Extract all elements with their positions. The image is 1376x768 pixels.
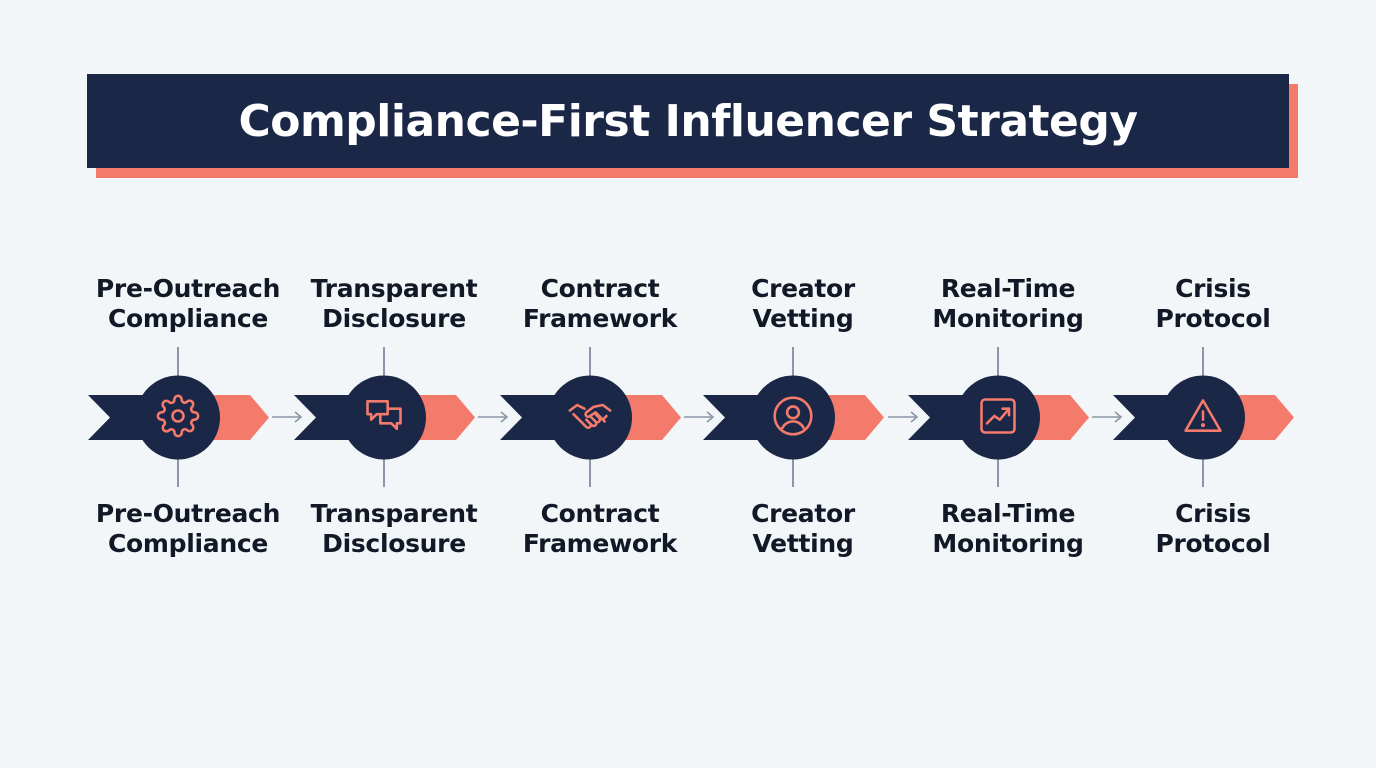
step-top-label-line: Vetting xyxy=(752,304,854,333)
step-bottom-label-line: Monitoring xyxy=(932,529,1084,558)
step-chevron-node xyxy=(294,347,475,487)
step-top-label-line: Contract xyxy=(540,274,660,303)
step-chevron-node xyxy=(703,347,884,487)
step-top-label: Crisis Protocol xyxy=(1083,274,1343,334)
arrow-right-icon xyxy=(682,405,718,429)
step-top-label-line: Transparent xyxy=(310,274,478,303)
step-bottom-label: Real-Time Monitoring xyxy=(878,499,1138,559)
chat-bubbles-icon xyxy=(362,394,406,438)
process-step-pre-outreach-compliance: Pre-Outreach Compliance Pre-Outreach Com… xyxy=(88,270,288,570)
step-top-label: Pre-Outreach Compliance xyxy=(58,274,318,334)
trend-chart-icon xyxy=(976,394,1020,438)
step-bottom-label-line: Contract xyxy=(540,499,660,528)
step-top-label: Creator Vetting xyxy=(673,274,933,334)
process-step-contract-framework: Contract Framework Contract Framework xyxy=(500,270,700,570)
step-top-label: Contract Framework xyxy=(470,274,730,334)
step-bottom-label: Pre-Outreach Compliance xyxy=(58,499,318,559)
gear-icon xyxy=(156,394,200,438)
step-top-label-line: Framework xyxy=(522,304,678,333)
step-chevron-node xyxy=(1113,347,1294,487)
arrow-right-icon xyxy=(270,405,306,429)
step-bottom-label: Transparent Disclosure xyxy=(264,499,524,559)
arrow-right-icon xyxy=(886,405,922,429)
arrow-right-icon xyxy=(1090,405,1126,429)
step-bottom-label: Crisis Protocol xyxy=(1083,499,1343,559)
step-top-label: Transparent Disclosure xyxy=(264,274,524,334)
step-bottom-label-line: Transparent xyxy=(310,499,478,528)
title-banner: Compliance-First Influencer Strategy xyxy=(87,74,1289,168)
page-title: Compliance-First Influencer Strategy xyxy=(238,95,1138,147)
step-bottom-label-line: Vetting xyxy=(752,529,854,558)
step-bottom-label-line: Framework xyxy=(522,529,678,558)
process-step-crisis-protocol: Crisis Protocol Crisis Protocol xyxy=(1113,270,1313,570)
process-step-transparent-disclosure: Transparent Disclosure Transparent Discl… xyxy=(294,270,494,570)
step-bottom-label-line: Protocol xyxy=(1155,529,1271,558)
step-bottom-label-line: Disclosure xyxy=(322,529,466,558)
step-bottom-label-line: Crisis xyxy=(1175,499,1251,528)
step-bottom-label-line: Creator xyxy=(751,499,855,528)
user-profile-icon xyxy=(771,394,815,438)
step-top-label-line: Protocol xyxy=(1155,304,1271,333)
step-bottom-label-line: Pre-Outreach xyxy=(95,499,281,528)
step-bottom-label-line: Real-Time xyxy=(940,499,1076,528)
arrow-right-icon xyxy=(476,405,512,429)
process-step-creator-vetting: Creator Vetting Creator Vetting xyxy=(703,270,903,570)
step-bottom-label: Contract Framework xyxy=(470,499,730,559)
step-top-label-line: Real-Time xyxy=(940,274,1076,303)
step-top-label-line: Pre-Outreach xyxy=(95,274,281,303)
process-step-real-time-monitoring: Real-Time Monitoring Real-Time Monitorin… xyxy=(908,270,1108,570)
step-bottom-label-line: Compliance xyxy=(107,529,269,558)
step-top-label-line: Monitoring xyxy=(932,304,1084,333)
step-top-label-line: Creator xyxy=(751,274,855,303)
step-top-label-line: Disclosure xyxy=(322,304,466,333)
step-top-label-line: Compliance xyxy=(107,304,269,333)
handshake-icon xyxy=(568,394,612,438)
warning-triangle-icon xyxy=(1181,394,1225,438)
step-top-label-line: Crisis xyxy=(1175,274,1251,303)
step-bottom-label: Creator Vetting xyxy=(673,499,933,559)
step-top-label: Real-Time Monitoring xyxy=(878,274,1138,334)
